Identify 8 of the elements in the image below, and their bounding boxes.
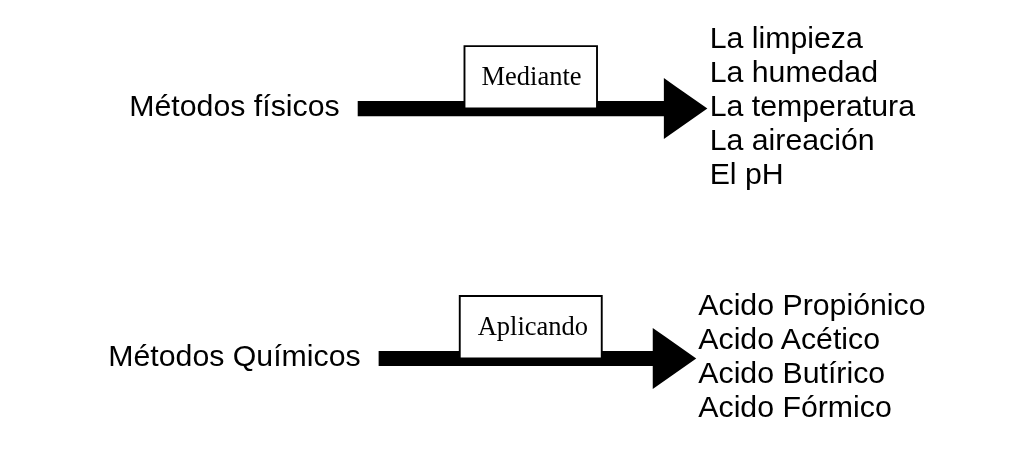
node-text: Métodos físicos [128,88,340,122]
node-text: La limpieza La humedad La temperatura La aireación El pH [709,20,915,190]
arrow [378,328,696,389]
edge-label: Aplicando [477,311,588,342]
arrow [357,78,707,139]
node-text: Métodos Químicos [107,338,361,372]
edge-label: Mediante [481,61,582,92]
node-text: Acido Propiónico Acido Acético Acido Butírico Acido Fórmico [697,287,926,423]
